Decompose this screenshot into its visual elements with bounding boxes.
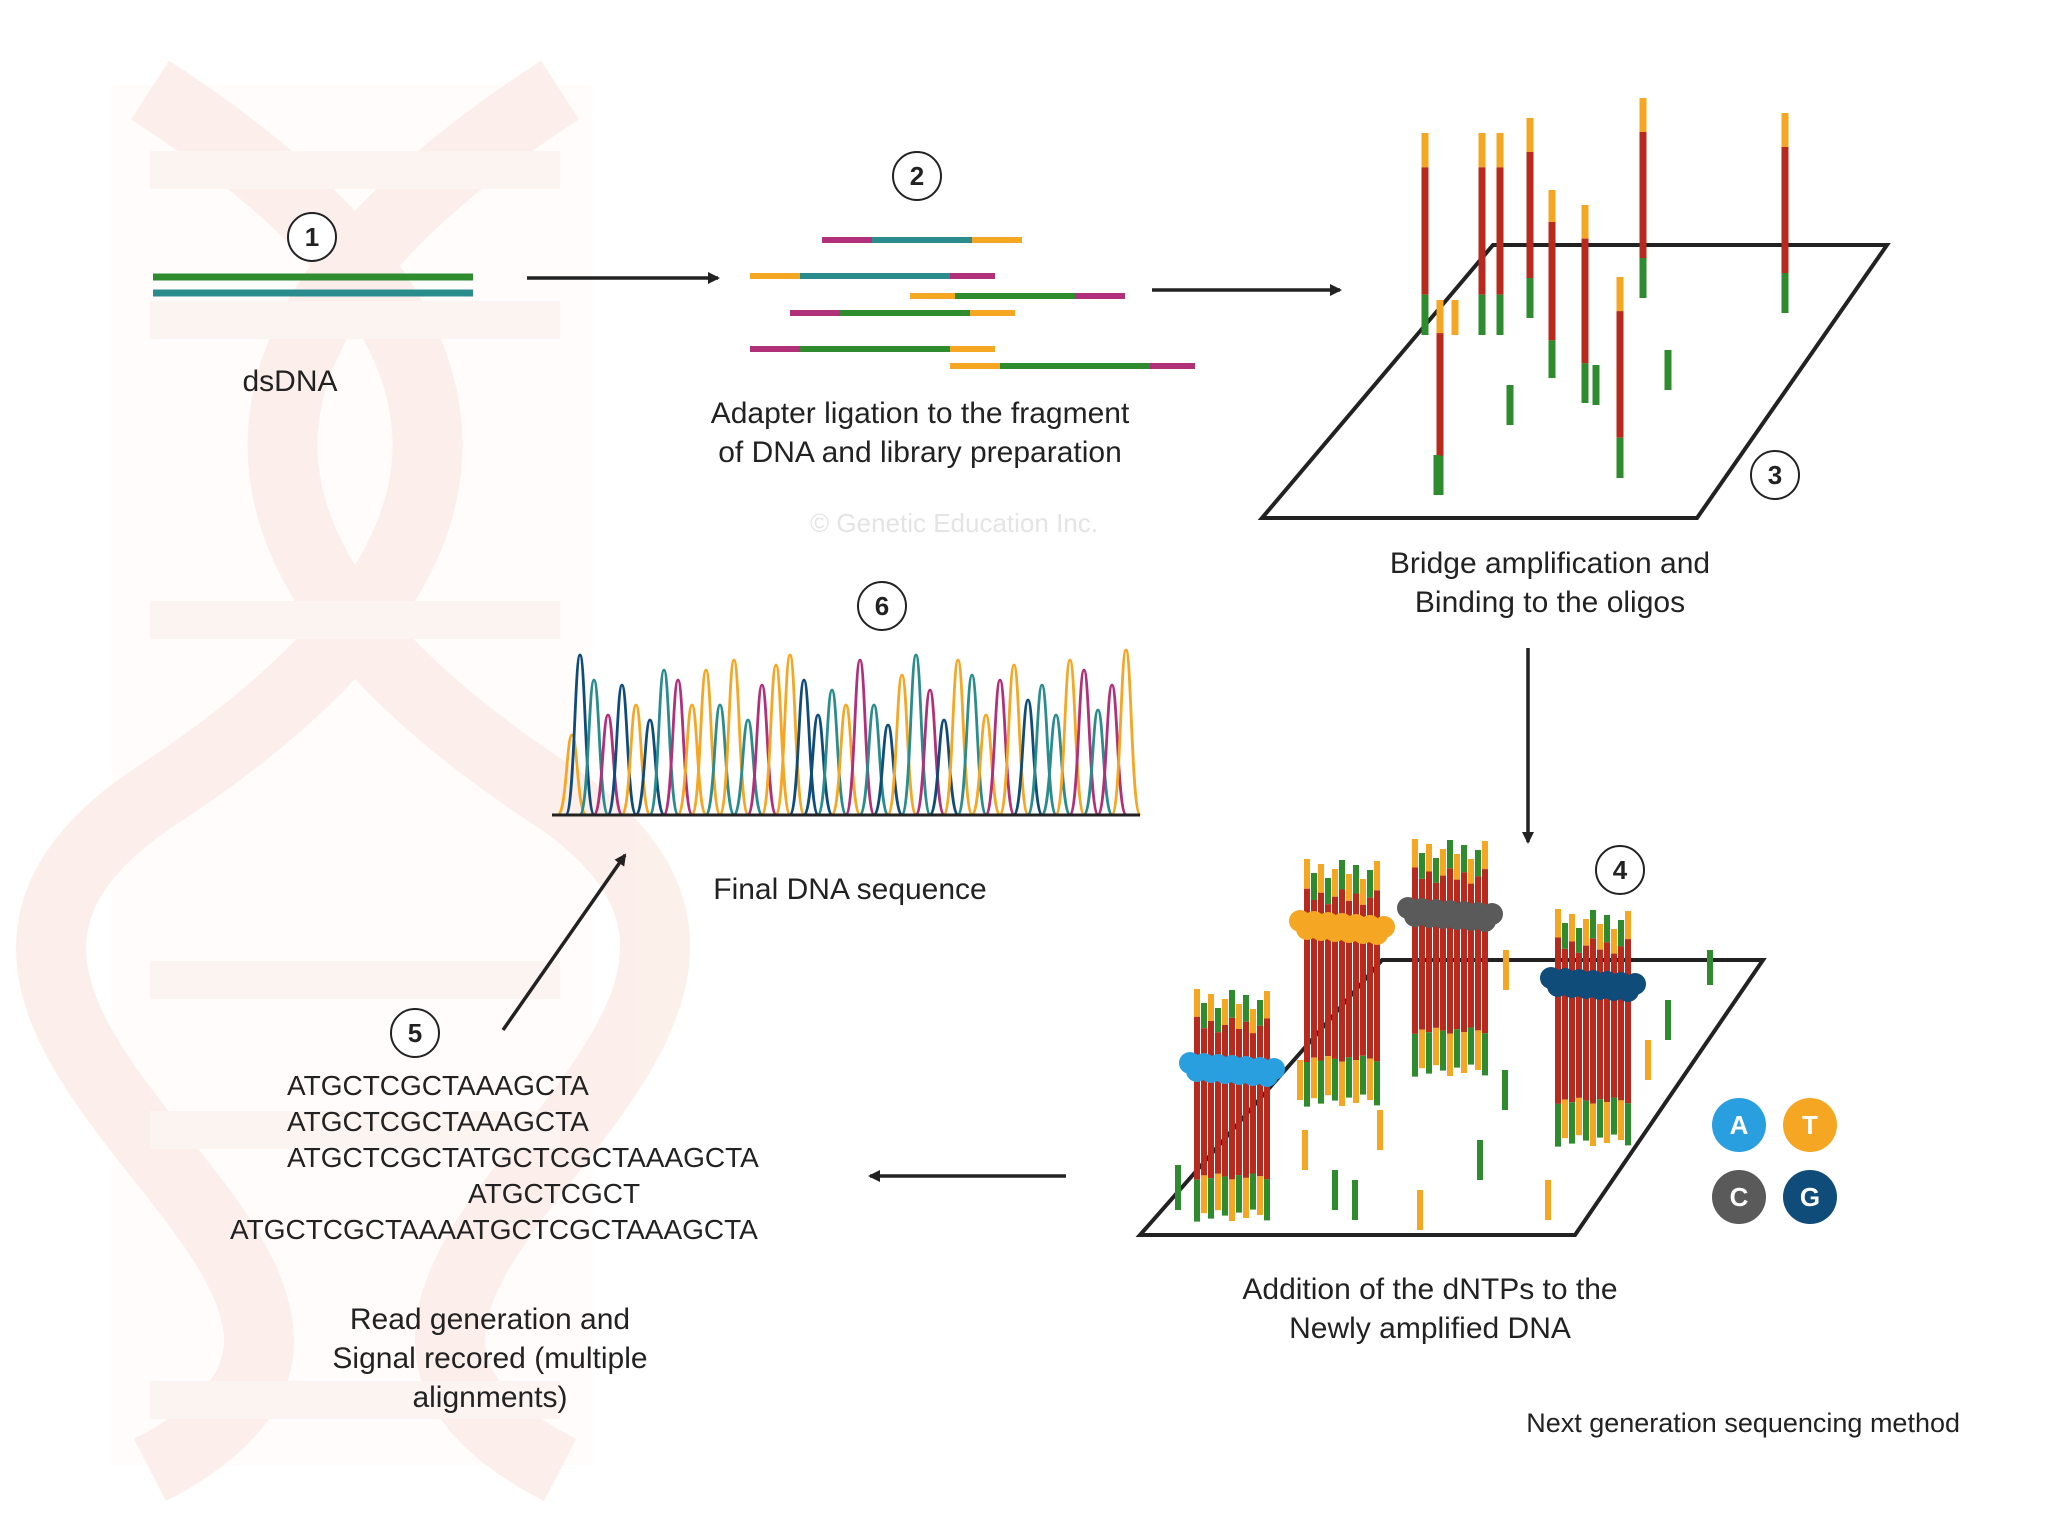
adapter-ligated-fragments — [750, 237, 1195, 369]
chromatogram-peak — [900, 653, 932, 817]
chromatogram-peak — [844, 658, 876, 817]
chromatogram-peak — [732, 718, 764, 817]
chromatogram-peak — [816, 688, 848, 817]
chromatogram-peak — [648, 668, 680, 817]
step-3-label-line-2: Binding to the oligos — [1414, 586, 1686, 619]
arrow-5-to-6 — [501, 853, 627, 1032]
read-line: ATGCTCGCTAAAGCTA — [287, 1070, 589, 1101]
chromatogram-peak — [1082, 708, 1114, 817]
step-1-label: dsDNA — [242, 365, 338, 398]
chromatogram-peak — [704, 703, 736, 817]
step-5-label-line-3: alignments) — [412, 1381, 568, 1414]
step-5-label: Read generation and Signal recored (mult… — [290, 1300, 690, 1417]
chromatogram-peak — [634, 718, 666, 817]
chromatogram-peak — [886, 673, 918, 817]
chromatogram-peak — [578, 678, 610, 817]
chromatogram-peak — [998, 663, 1030, 817]
chromatogram-peak — [1026, 683, 1058, 817]
step-6-number: 6 — [857, 581, 907, 631]
chromatogram-peak — [564, 653, 596, 817]
chromatogram-peak — [1068, 668, 1100, 817]
chromatogram-peak — [858, 703, 890, 817]
read-line: ATGCTCGCTAAAGCTA — [287, 1106, 589, 1137]
chromatogram-peak — [592, 713, 624, 817]
nucleotide-dot — [1481, 903, 1503, 925]
step-3-label-line-1: Bridge amplification and — [1389, 547, 1711, 580]
step-6-label: Final DNA sequence — [713, 873, 987, 906]
chromatogram-peak — [690, 668, 722, 817]
chromatogram-peak — [914, 688, 946, 817]
base-badge-a: A — [1712, 1098, 1766, 1152]
step-3-label: Bridge amplification and Binding to the … — [1320, 544, 1780, 622]
step-2-label-line-1: Adapter ligation to the fragment — [710, 397, 1130, 430]
chromatogram-peak — [662, 678, 694, 817]
figure-caption: Next generation sequencing method — [1526, 1408, 1960, 1438]
chromatogram-peak — [802, 713, 834, 817]
chromatogram-peak — [676, 703, 708, 817]
chromatogram-peak — [956, 673, 988, 817]
sequence-reads: ATGCTCGCTAAAGCTA ATGCTCGCTAAAGCTA ATGCTC… — [200, 1068, 820, 1248]
chromatogram-peak — [1096, 683, 1128, 817]
step-5-number: 5 — [390, 1008, 440, 1058]
nucleotide-dot — [1373, 916, 1395, 938]
base-badge-t: T — [1783, 1098, 1837, 1152]
base-badge-g: G — [1783, 1170, 1837, 1224]
chromatogram-peak — [788, 678, 820, 817]
read-line: ATGCTCGCTATGCTCGCTAAAGCTA — [287, 1142, 759, 1173]
chromatogram-peak — [606, 683, 638, 817]
read-line: ATGCTCGCTAAAATGCTCGCTAAAGCTA — [230, 1214, 758, 1245]
flow-arrows — [501, 272, 1534, 1182]
step-4-label-line-2: Newly amplified DNA — [1289, 1312, 1571, 1345]
bridge-amplification-strands — [1421, 98, 1789, 495]
watermark-text: © Genetic Education Inc. — [810, 508, 1098, 538]
nucleotide-dot — [1624, 973, 1646, 995]
step-2-label-line-2: of DNA and library preparation — [718, 436, 1122, 469]
amplified-clusters — [1175, 839, 1713, 1230]
chromatogram-trace — [556, 648, 1142, 817]
chromatogram-peak — [1012, 698, 1044, 817]
chromatogram-peak — [774, 653, 806, 817]
flow-cell-plate-3 — [1257, 243, 1891, 520]
step-4-label: Addition of the dNTPs to the Newly ampli… — [1175, 1270, 1685, 1348]
chromatogram-peak — [872, 723, 904, 817]
chromatogram-peak — [942, 658, 974, 817]
chromatogram-peak — [970, 713, 1002, 817]
read-line: ATGCTCGCT — [468, 1178, 641, 1209]
chromatogram-peak — [1110, 648, 1142, 817]
chromatogram-peak — [556, 733, 588, 817]
chromatogram-peak — [746, 683, 778, 817]
chromatogram-peak — [620, 703, 652, 817]
step-4-number: 4 — [1595, 845, 1645, 895]
chromatogram-peak — [1040, 713, 1072, 817]
helix-background — [16, 60, 691, 1502]
step-2-label: Adapter ligation to the fragment of DNA … — [640, 394, 1200, 472]
nucleotide-dot — [1263, 1058, 1285, 1080]
chromatogram-peak — [928, 718, 960, 817]
step-2-number: 2 — [892, 151, 942, 201]
chromatogram-peak — [830, 703, 862, 817]
chromatogram-peak — [1054, 658, 1086, 817]
dsdna-strands — [153, 273, 473, 297]
chromatogram-peak — [760, 663, 792, 817]
step-5-label-line-2: Signal recored (multiple — [332, 1342, 648, 1375]
step-3-number: 3 — [1750, 450, 1800, 500]
step-4-label-line-1: Addition of the dNTPs to the — [1242, 1273, 1618, 1306]
base-badge-c: C — [1712, 1170, 1766, 1224]
step-5-label-line-1: Read generation and — [349, 1303, 631, 1336]
step-1-number: 1 — [287, 212, 337, 262]
chromatogram-peak — [984, 678, 1016, 817]
